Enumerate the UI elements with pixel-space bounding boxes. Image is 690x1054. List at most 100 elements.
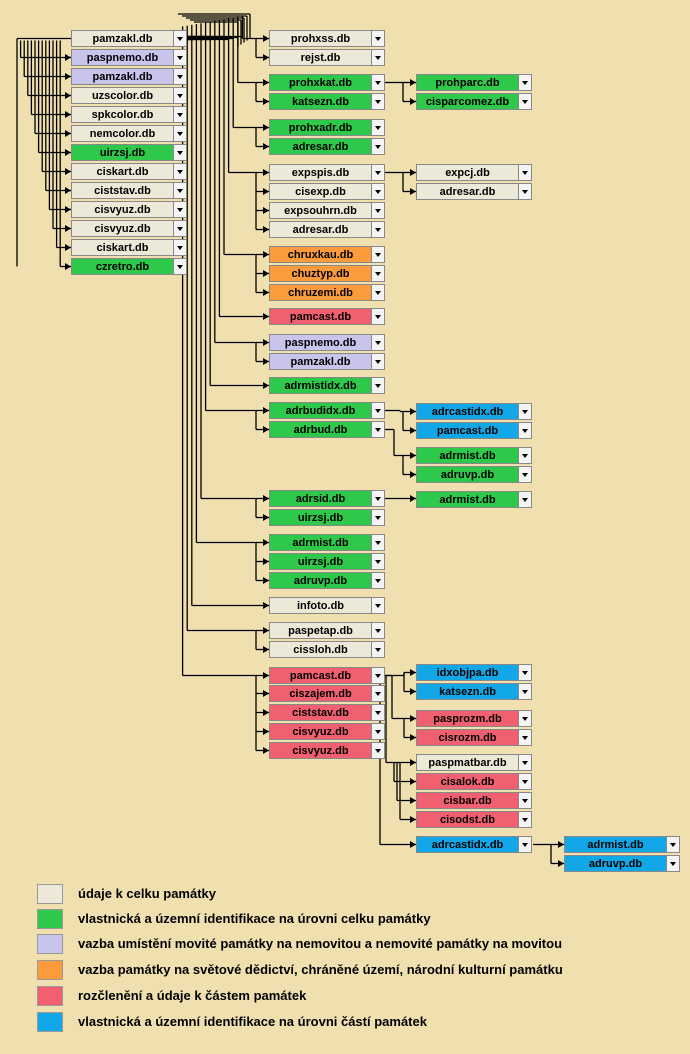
table-left-3[interactable]: uzscolor.db xyxy=(71,87,187,104)
dropdown-arrow-icon[interactable] xyxy=(519,773,532,790)
table-right-5[interactable]: pamcast.db xyxy=(416,422,532,439)
table-left-7[interactable]: ciskart.db xyxy=(71,163,187,180)
dropdown-arrow-icon[interactable] xyxy=(372,334,385,351)
dropdown-arrow-icon[interactable] xyxy=(372,138,385,155)
table-middle-8[interactable]: expsouhrn.db xyxy=(269,202,385,219)
dropdown-arrow-icon[interactable] xyxy=(667,855,680,872)
dropdown-arrow-icon[interactable] xyxy=(667,836,680,853)
table-left-1[interactable]: paspnemo.db xyxy=(71,49,187,66)
dropdown-arrow-icon[interactable] xyxy=(174,144,187,161)
dropdown-arrow-icon[interactable] xyxy=(519,811,532,828)
dropdown-arrow-icon[interactable] xyxy=(372,704,385,721)
dropdown-arrow-icon[interactable] xyxy=(372,622,385,639)
dropdown-arrow-icon[interactable] xyxy=(372,221,385,238)
table-right-9[interactable]: idxobjpa.db xyxy=(416,664,532,681)
table-middle-16[interactable]: adrmistidx.db xyxy=(269,377,385,394)
table-middle-7[interactable]: cisexp.db xyxy=(269,183,385,200)
table-middle-27[interactable]: pamcast.db xyxy=(269,667,385,684)
table-far-1[interactable]: adruvp.db xyxy=(564,855,680,872)
table-middle-30[interactable]: cisvyuz.db xyxy=(269,723,385,740)
dropdown-arrow-icon[interactable] xyxy=(372,284,385,301)
table-middle-19[interactable]: adrsid.db xyxy=(269,490,385,507)
table-left-8[interactable]: ciststav.db xyxy=(71,182,187,199)
table-middle-3[interactable]: katsezn.db xyxy=(269,93,385,110)
table-right-4[interactable]: adrcastidx.db xyxy=(416,403,532,420)
dropdown-arrow-icon[interactable] xyxy=(372,667,385,684)
dropdown-arrow-icon[interactable] xyxy=(519,183,532,200)
dropdown-arrow-icon[interactable] xyxy=(372,490,385,507)
dropdown-arrow-icon[interactable] xyxy=(372,421,385,438)
dropdown-arrow-icon[interactable] xyxy=(372,265,385,282)
table-right-15[interactable]: cisbar.db xyxy=(416,792,532,809)
table-left-6[interactable]: uirzsj.db xyxy=(71,144,187,161)
table-middle-10[interactable]: chruxkau.db xyxy=(269,246,385,263)
table-middle-20[interactable]: uirzsj.db xyxy=(269,509,385,526)
dropdown-arrow-icon[interactable] xyxy=(372,164,385,181)
dropdown-arrow-icon[interactable] xyxy=(174,87,187,104)
table-left-0[interactable]: pamzakl.db xyxy=(71,30,187,47)
table-middle-24[interactable]: infoto.db xyxy=(269,597,385,614)
dropdown-arrow-icon[interactable] xyxy=(372,509,385,526)
dropdown-arrow-icon[interactable] xyxy=(174,68,187,85)
dropdown-arrow-icon[interactable] xyxy=(174,49,187,66)
table-right-6[interactable]: adrmist.db xyxy=(416,447,532,464)
dropdown-arrow-icon[interactable] xyxy=(372,74,385,91)
table-left-9[interactable]: cisvyuz.db xyxy=(71,201,187,218)
table-far-0[interactable]: adrmist.db xyxy=(564,836,680,853)
dropdown-arrow-icon[interactable] xyxy=(519,710,532,727)
dropdown-arrow-icon[interactable] xyxy=(174,201,187,218)
dropdown-arrow-icon[interactable] xyxy=(519,93,532,110)
dropdown-arrow-icon[interactable] xyxy=(519,422,532,439)
table-right-11[interactable]: pasprozm.db xyxy=(416,710,532,727)
dropdown-arrow-icon[interactable] xyxy=(519,836,532,853)
dropdown-arrow-icon[interactable] xyxy=(372,402,385,419)
table-middle-23[interactable]: adruvp.db xyxy=(269,572,385,589)
table-right-1[interactable]: cisparcomez.db xyxy=(416,93,532,110)
table-right-10[interactable]: katsezn.db xyxy=(416,683,532,700)
table-middle-26[interactable]: cissloh.db xyxy=(269,641,385,658)
dropdown-arrow-icon[interactable] xyxy=(519,491,532,508)
table-right-12[interactable]: cisrozm.db xyxy=(416,729,532,746)
dropdown-arrow-icon[interactable] xyxy=(372,641,385,658)
table-left-10[interactable]: cisvyuz.db xyxy=(71,220,187,237)
dropdown-arrow-icon[interactable] xyxy=(519,447,532,464)
dropdown-arrow-icon[interactable] xyxy=(372,202,385,219)
dropdown-arrow-icon[interactable] xyxy=(174,239,187,256)
table-middle-12[interactable]: chruzemi.db xyxy=(269,284,385,301)
table-middle-2[interactable]: prohxkat.db xyxy=(269,74,385,91)
table-left-4[interactable]: spkcolor.db xyxy=(71,106,187,123)
dropdown-arrow-icon[interactable] xyxy=(519,754,532,771)
table-middle-0[interactable]: prohxss.db xyxy=(269,30,385,47)
dropdown-arrow-icon[interactable] xyxy=(372,308,385,325)
table-right-14[interactable]: cisalok.db xyxy=(416,773,532,790)
table-middle-17[interactable]: adrbudidx.db xyxy=(269,402,385,419)
dropdown-arrow-icon[interactable] xyxy=(174,30,187,47)
dropdown-arrow-icon[interactable] xyxy=(372,597,385,614)
dropdown-arrow-icon[interactable] xyxy=(174,106,187,123)
dropdown-arrow-icon[interactable] xyxy=(174,220,187,237)
dropdown-arrow-icon[interactable] xyxy=(519,74,532,91)
dropdown-arrow-icon[interactable] xyxy=(174,125,187,142)
table-middle-31[interactable]: cisvyuz.db xyxy=(269,742,385,759)
dropdown-arrow-icon[interactable] xyxy=(372,534,385,551)
dropdown-arrow-icon[interactable] xyxy=(372,572,385,589)
table-right-16[interactable]: cisodst.db xyxy=(416,811,532,828)
dropdown-arrow-icon[interactable] xyxy=(372,685,385,702)
dropdown-arrow-icon[interactable] xyxy=(372,723,385,740)
dropdown-arrow-icon[interactable] xyxy=(372,49,385,66)
table-right-8[interactable]: adrmist.db xyxy=(416,491,532,508)
table-right-3[interactable]: adresar.db xyxy=(416,183,532,200)
table-middle-13[interactable]: pamcast.db xyxy=(269,308,385,325)
dropdown-arrow-icon[interactable] xyxy=(519,729,532,746)
dropdown-arrow-icon[interactable] xyxy=(372,30,385,47)
dropdown-arrow-icon[interactable] xyxy=(174,182,187,199)
table-left-12[interactable]: czretro.db xyxy=(71,258,187,275)
table-middle-18[interactable]: adrbud.db xyxy=(269,421,385,438)
table-middle-22[interactable]: uirzsj.db xyxy=(269,553,385,570)
table-middle-25[interactable]: paspetap.db xyxy=(269,622,385,639)
dropdown-arrow-icon[interactable] xyxy=(519,683,532,700)
table-right-7[interactable]: adruvp.db xyxy=(416,466,532,483)
table-left-2[interactable]: pamzakl.db xyxy=(71,68,187,85)
table-middle-9[interactable]: adresar.db xyxy=(269,221,385,238)
dropdown-arrow-icon[interactable] xyxy=(174,258,187,275)
